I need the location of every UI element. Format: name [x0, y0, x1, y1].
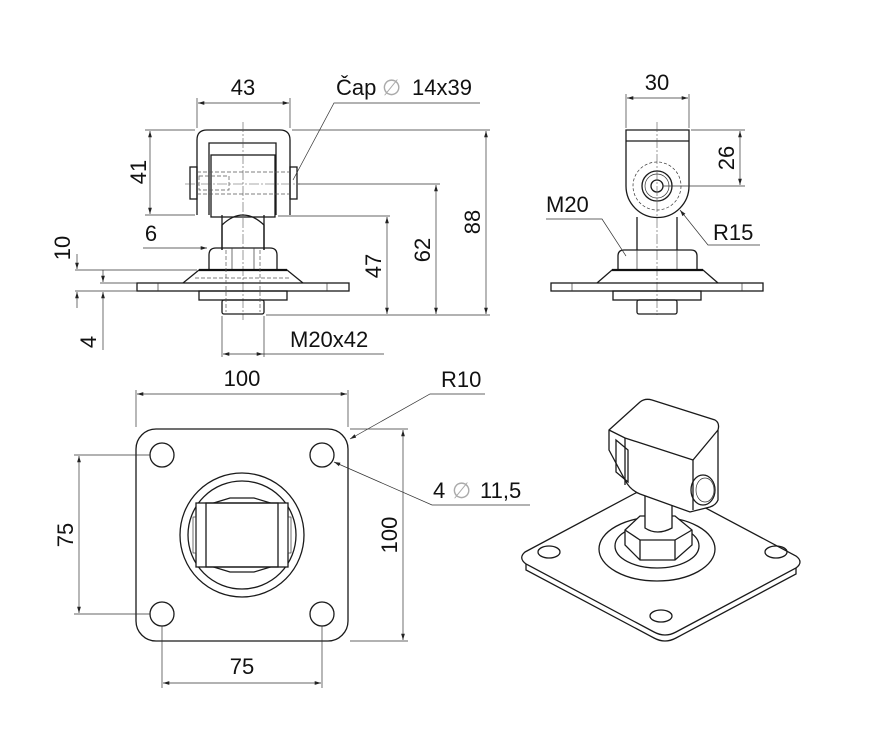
top-view: 100 R10 4 ∅ 11,5 100 75 75: [53, 366, 530, 688]
dim-41: 41: [126, 160, 151, 184]
iso-bracket: [608, 398, 720, 513]
dim-88: 88: [460, 210, 485, 234]
plate-outline: [135, 428, 349, 642]
dim-10: 10: [50, 236, 75, 260]
mount-hole: [149, 442, 175, 468]
dim-100-height: 100: [377, 517, 402, 554]
diameter-icon: ∅: [452, 478, 471, 503]
dim-75-horizontal: 75: [230, 654, 254, 679]
eye-body: [625, 129, 690, 219]
side-view: 30 26 M20 R15: [546, 70, 764, 315]
mount-hole: [309, 601, 335, 627]
bracket-outer: [196, 129, 291, 215]
dim-6: 6: [145, 221, 157, 246]
pin-label-value: 14x39: [412, 75, 472, 100]
dim-75-vertical: 75: [53, 523, 78, 547]
dim-43: 43: [231, 75, 255, 100]
dim-47: 47: [361, 254, 386, 278]
holes-count: 4: [433, 478, 445, 503]
radius-label: R15: [713, 220, 753, 245]
dim-30: 30: [645, 70, 669, 95]
corner-radius-label: R10: [441, 367, 481, 392]
dim-100-width: 100: [224, 366, 261, 391]
pin-label-prefix: Čap: [336, 75, 376, 100]
dim-62: 62: [410, 238, 435, 262]
front-view: 43 Čap ∅ 14x39 41 6 10 4 47 62 88: [50, 75, 490, 357]
dim-4: 4: [76, 336, 101, 348]
bracket-inner: [208, 142, 277, 215]
mount-hole: [309, 442, 335, 468]
holes-diameter: 11,5: [480, 478, 521, 503]
mount-hole: [149, 601, 175, 627]
pin-cap-right: [289, 166, 298, 200]
dim-26: 26: [714, 146, 739, 170]
diameter-icon: ∅: [382, 75, 401, 100]
nut-label: M20: [546, 192, 589, 217]
pin-cap-left: [189, 166, 198, 200]
bolt-thread: [221, 299, 265, 315]
iso-view: [521, 398, 801, 642]
nut: [208, 247, 278, 270]
thread-label: M20x42: [290, 327, 368, 352]
